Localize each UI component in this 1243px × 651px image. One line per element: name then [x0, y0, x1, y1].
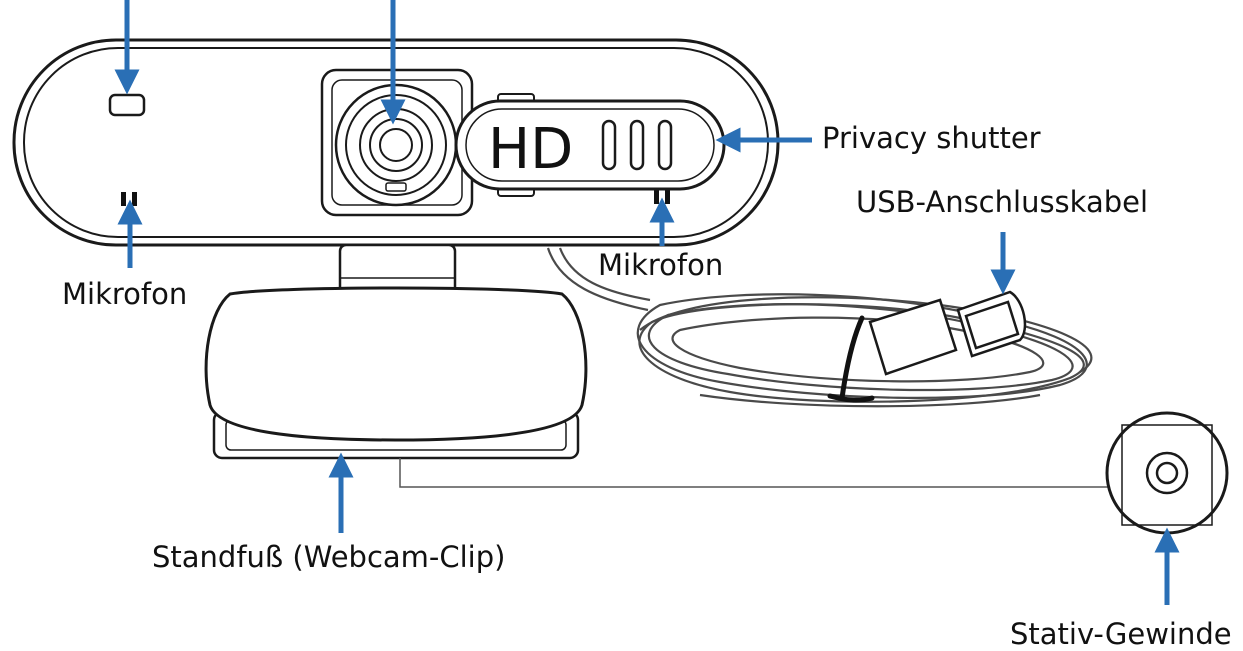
lens-icon — [334, 83, 458, 207]
mic-holes-left — [121, 192, 137, 206]
tripod-connector-line — [399, 458, 1110, 488]
status-led — [108, 93, 146, 117]
label-privacy-shutter: Privacy shutter — [822, 121, 1041, 155]
label-tripod-thread: Stativ-Gewinde — [1010, 617, 1232, 651]
shutter-grip-lines — [601, 119, 673, 171]
privacy-shutter: HD — [454, 93, 726, 197]
hd-badge: HD — [488, 117, 573, 182]
cable-twist-tie — [827, 315, 875, 403]
mic-holes-right — [654, 190, 670, 204]
label-mic-right: Mikrofon — [598, 248, 724, 282]
label-stand-clip: Standfuß (Webcam-Clip) — [152, 540, 506, 574]
callout-arrows — [114, 0, 1180, 605]
tripod-thread-detail — [1105, 411, 1229, 535]
usb-plug — [868, 290, 1027, 376]
stand-neck — [338, 243, 457, 295]
label-usb-cable: USB-Anschlusskabel — [856, 185, 1149, 219]
stand-clip — [204, 286, 588, 460]
label-mic-left: Mikrofon — [62, 277, 188, 311]
